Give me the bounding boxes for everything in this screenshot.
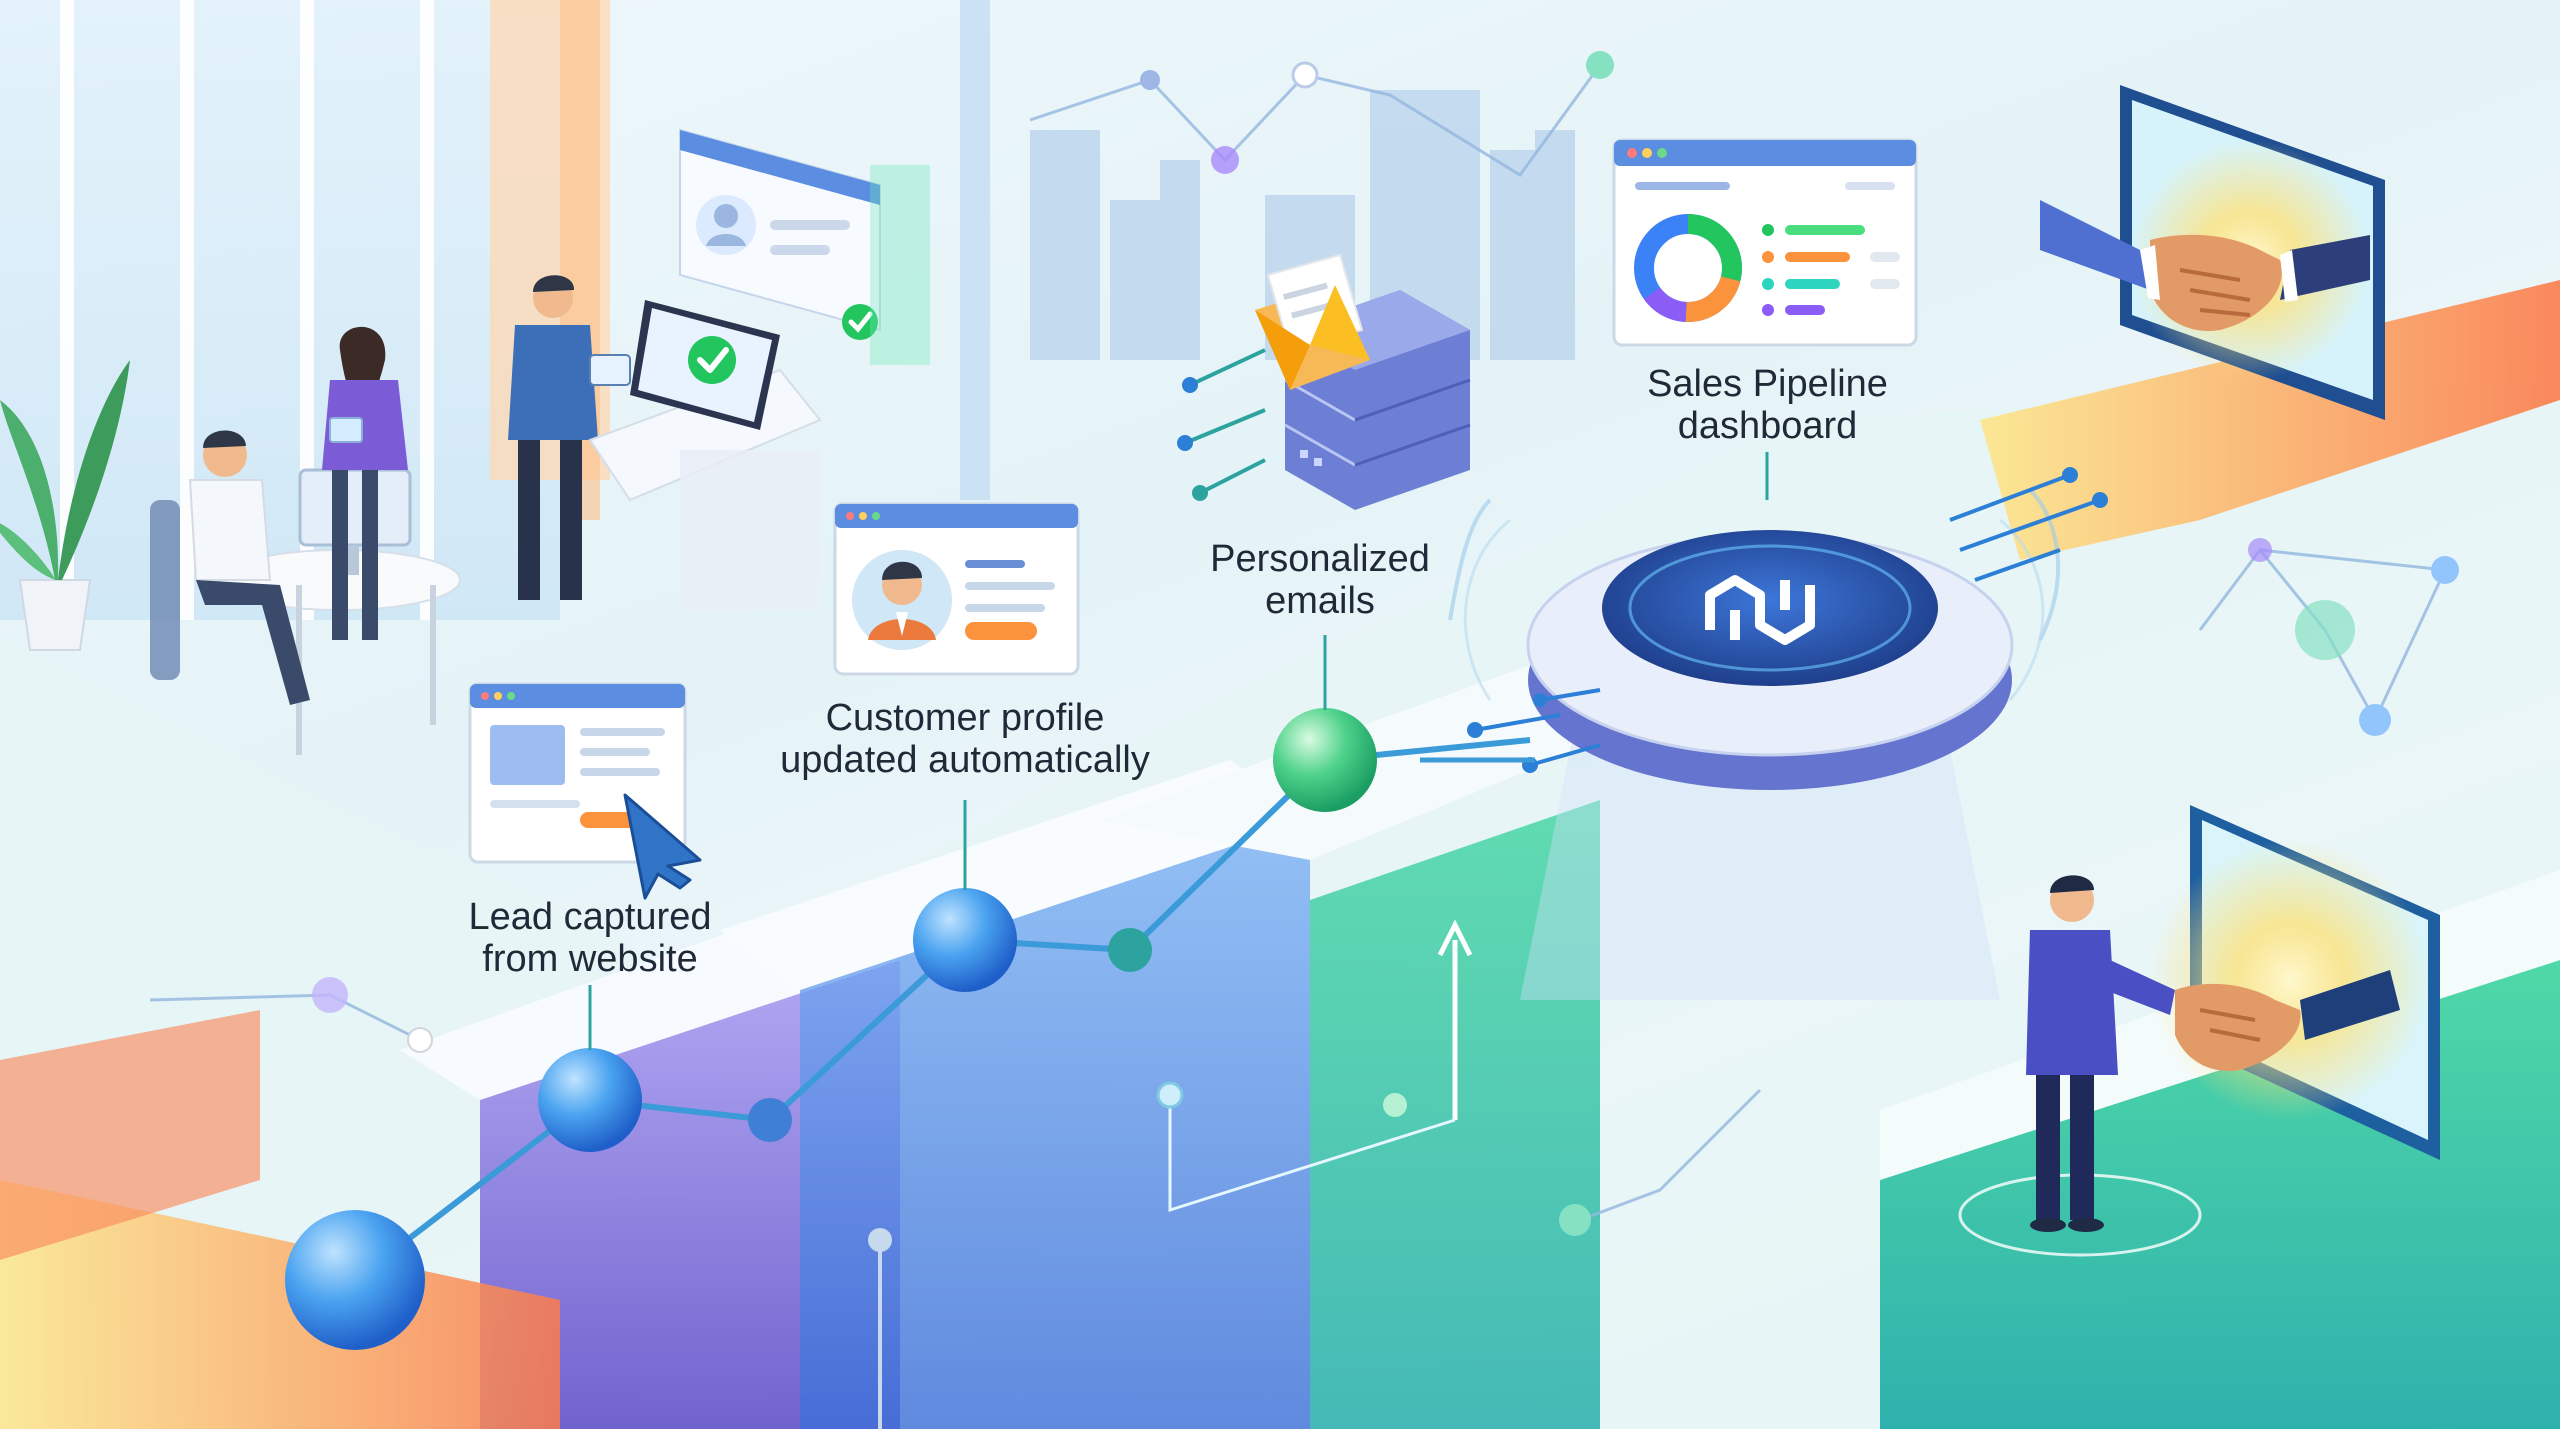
dashboard-label-line1: Sales Pipeline bbox=[1647, 363, 1888, 405]
lead-label-line2: from website bbox=[482, 938, 698, 980]
envelope-icon bbox=[1255, 253, 1370, 390]
network-decoration-nodes bbox=[312, 51, 2459, 1236]
emails-label-line1: Personalized bbox=[1210, 538, 1430, 580]
path-node-sphere bbox=[913, 888, 1017, 992]
hub-cables bbox=[1467, 467, 2108, 773]
office-person-icon bbox=[150, 430, 310, 705]
dashboard-card bbox=[1612, 138, 1918, 347]
dashboard-label-line2: dashboard bbox=[1677, 405, 1858, 447]
crm-hub bbox=[1420, 467, 2108, 1000]
path-node-sphere bbox=[538, 1048, 642, 1152]
personalized-emails-label: Personalized emails bbox=[1160, 538, 1480, 622]
businessman-icon bbox=[2026, 875, 2175, 1232]
donut-chart-icon bbox=[1634, 214, 1742, 322]
lead-captured-label: Lead captured from website bbox=[420, 896, 760, 980]
path-node-dot bbox=[1108, 928, 1152, 972]
path-node-dot bbox=[748, 1098, 792, 1142]
check-icon bbox=[688, 336, 736, 384]
path-node-sphere bbox=[285, 1210, 425, 1350]
workflow-path bbox=[285, 455, 1769, 1429]
avatar-icon bbox=[852, 550, 952, 650]
profile-label-line1: Customer profile bbox=[825, 697, 1105, 739]
office-person-icon bbox=[508, 275, 631, 600]
handshake-icon bbox=[2040, 200, 2370, 331]
profile-label-line2: updated automatically bbox=[780, 739, 1150, 781]
office-person-icon bbox=[322, 326, 408, 640]
office-team bbox=[150, 128, 930, 755]
profile-card bbox=[833, 502, 1080, 676]
crm-hub-logo-icon bbox=[1705, 575, 1815, 645]
customer-profile-label: Customer profile updated automatically bbox=[745, 697, 1185, 781]
plant-icon bbox=[0, 360, 130, 651]
email-connector-lines bbox=[1177, 348, 1266, 501]
handshake-screen-top bbox=[2040, 85, 2385, 420]
handshake-screen-bottom bbox=[1958, 805, 2440, 1257]
handshake-icon bbox=[2175, 970, 2400, 1071]
lead-label-line1: Lead captured bbox=[468, 896, 712, 938]
sales-pipeline-label: Sales Pipeline dashboard bbox=[1600, 363, 1935, 447]
label-stems bbox=[588, 452, 1769, 1050]
cursor-arrow-icon bbox=[623, 793, 702, 900]
check-icon bbox=[842, 304, 878, 340]
path-node-sphere bbox=[1273, 708, 1377, 812]
emails-label-line2: emails bbox=[1265, 580, 1375, 622]
